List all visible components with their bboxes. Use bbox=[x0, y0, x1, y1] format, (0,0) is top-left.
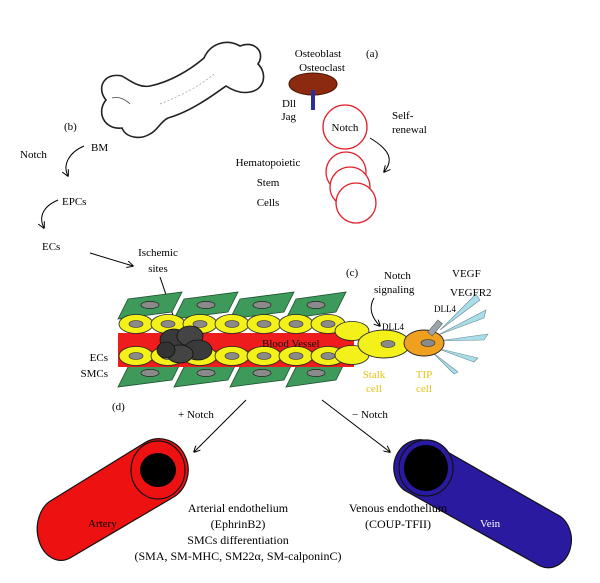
artery-label: Artery bbox=[88, 518, 117, 530]
self-renewal-label-2: renewal bbox=[392, 124, 427, 136]
arterial-label-3: SMCs differentiation bbox=[187, 533, 288, 547]
epcs-label: EPCs bbox=[62, 196, 86, 208]
panel-a-label: (a) bbox=[366, 48, 379, 60]
notch-signaling-arrow bbox=[370, 297, 380, 326]
tip-cell-filopodia bbox=[431, 293, 489, 375]
artery-vessel bbox=[36, 438, 189, 561]
endothelial-cells-top bbox=[118, 314, 346, 334]
self-renewal-arrow bbox=[369, 137, 389, 172]
venous-label-2: (COUP-TFII) bbox=[365, 517, 431, 531]
stalk-cell-label-2: cell bbox=[366, 383, 382, 395]
minus-notch-label: − Notch bbox=[352, 409, 388, 421]
notch-receptor-label: Notch bbox=[332, 122, 359, 134]
hsc-label-1: Hematopoietic bbox=[236, 157, 301, 169]
tip-cell-nucleus bbox=[420, 339, 436, 347]
notch-signaling-label-2: signaling bbox=[374, 284, 415, 296]
ecs-label-b: ECs bbox=[42, 241, 60, 253]
smcs-label: SMCs bbox=[80, 368, 108, 380]
ecs-label-c: ECs bbox=[90, 352, 108, 364]
bm-label: BM bbox=[91, 142, 108, 154]
tip-cell-label-2: cell bbox=[416, 383, 432, 395]
vein-lumen bbox=[404, 445, 448, 491]
ischemic-site-cluster bbox=[156, 325, 213, 364]
panel-b-label: (b) bbox=[64, 121, 77, 133]
endothelial-cell bbox=[334, 321, 370, 341]
hsc-label-2: Stem bbox=[257, 177, 280, 189]
panel-d-label: (d) bbox=[112, 401, 125, 413]
dll4-mid-label: DLL4 bbox=[382, 322, 404, 332]
dll4-top-label: DLL4 bbox=[434, 304, 456, 314]
ecs-to-ischemic-arrow bbox=[89, 252, 133, 266]
hsc-cell-notch bbox=[322, 104, 368, 150]
notch-label-b: Notch bbox=[20, 149, 47, 161]
vegf-label: VEGF bbox=[452, 268, 481, 280]
ischemic-label-1: Ischemic bbox=[138, 247, 178, 259]
minus-notch-arrow bbox=[321, 399, 390, 452]
osteoclast-label: Osteoclast bbox=[299, 62, 345, 74]
plus-notch-arrow bbox=[194, 399, 247, 452]
dll-jag-ligand bbox=[311, 90, 315, 110]
arterial-label-2: (EphrinB2) bbox=[211, 517, 266, 531]
panel-c-label: (c) bbox=[346, 267, 359, 279]
stalk-cell-label-1: Stalk bbox=[363, 369, 386, 381]
stalk-cell-nucleus bbox=[380, 340, 396, 348]
smc-layer-top bbox=[117, 291, 347, 320]
notch-signaling-label-1: Notch bbox=[384, 270, 411, 282]
vegfr2-receptor bbox=[427, 319, 443, 337]
vein-label: Vein bbox=[480, 518, 501, 530]
dll-label: Dll bbox=[282, 98, 296, 110]
blood-vessel-label: Blood Vessel bbox=[262, 338, 320, 350]
venous-label-1: Venous endothelium bbox=[349, 501, 448, 515]
osteoblast-label: Osteoblast bbox=[295, 48, 341, 60]
hsc-label-3: Cells bbox=[257, 197, 280, 209]
self-renewal-label-1: Self- bbox=[392, 110, 414, 122]
arterial-label-1: Arterial endothelium bbox=[188, 501, 289, 515]
tip-cell-label-1: TIP bbox=[416, 369, 433, 381]
epcs-to-ecs-arrow bbox=[42, 199, 59, 228]
artery-lumen bbox=[140, 453, 176, 487]
ischemic-label-2: sites bbox=[148, 263, 168, 275]
vegfr2-label: VEGFR2 bbox=[450, 287, 492, 299]
hsc-cell bbox=[335, 182, 377, 224]
jag-label: Jag bbox=[281, 111, 296, 123]
vein-vessel bbox=[393, 439, 572, 569]
notch-to-epcs-arrow bbox=[66, 145, 85, 176]
arterial-label-4: (SMA, SM-MHC, SM22α, SM-calponinC) bbox=[135, 549, 342, 563]
plus-notch-label: + Notch bbox=[178, 409, 214, 421]
bone-illustration bbox=[100, 41, 265, 139]
